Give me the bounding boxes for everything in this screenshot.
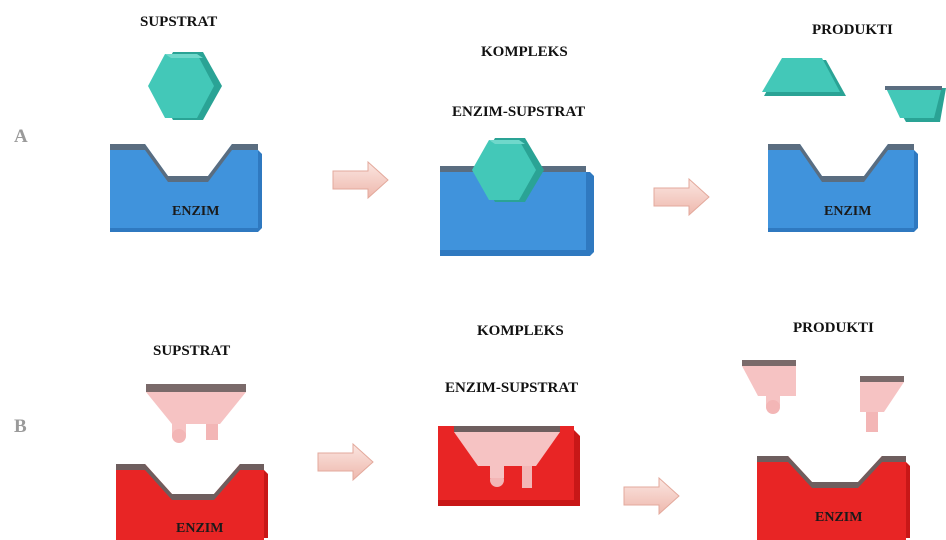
row-label-b: B <box>14 416 27 437</box>
complex-label-a-2: ENZIM-SUPSTRAT <box>452 104 586 120</box>
row-label-a: A <box>14 126 28 147</box>
enzyme-b-left: ENZIM <box>116 464 268 540</box>
substrate-label-b: SUPSTRAT <box>153 343 231 359</box>
enzyme-a-right: ENZIM <box>768 144 918 232</box>
complex-b <box>438 426 580 506</box>
product-b-left <box>742 360 796 414</box>
arrow-b-2 <box>623 476 680 516</box>
enzyme-label-b-left: ENZIM <box>176 521 223 536</box>
enzyme-b-right: ENZIM <box>757 456 910 540</box>
products-label-a: PRODUKTI <box>812 22 893 38</box>
enzyme-label-a-right: ENZIM <box>824 204 871 219</box>
substrate-b <box>146 384 246 443</box>
arrow-a-1 <box>332 160 389 200</box>
product-b-right <box>860 376 904 432</box>
complex-label-b-1: KOMPLEKS <box>477 323 564 339</box>
product-a-right <box>885 86 946 122</box>
arrow-b-1 <box>317 442 374 482</box>
substrate-label-a: SUPSTRAT <box>140 14 218 30</box>
enzyme-label-a-left: ENZIM <box>172 204 219 219</box>
product-a-left <box>762 58 846 96</box>
substrate-a-hexagon <box>148 52 222 120</box>
complex-label-b-2: ENZIM-SUPSTRAT <box>445 380 579 396</box>
products-label-b: PRODUKTI <box>793 320 874 336</box>
arrow-a-2 <box>653 177 710 217</box>
complex-label-a-1: KOMPLEKS <box>481 44 568 60</box>
complex-a <box>440 138 594 256</box>
enzyme-label-b-right: ENZIM <box>815 510 862 525</box>
enzyme-a-left: ENZIM <box>110 144 262 232</box>
